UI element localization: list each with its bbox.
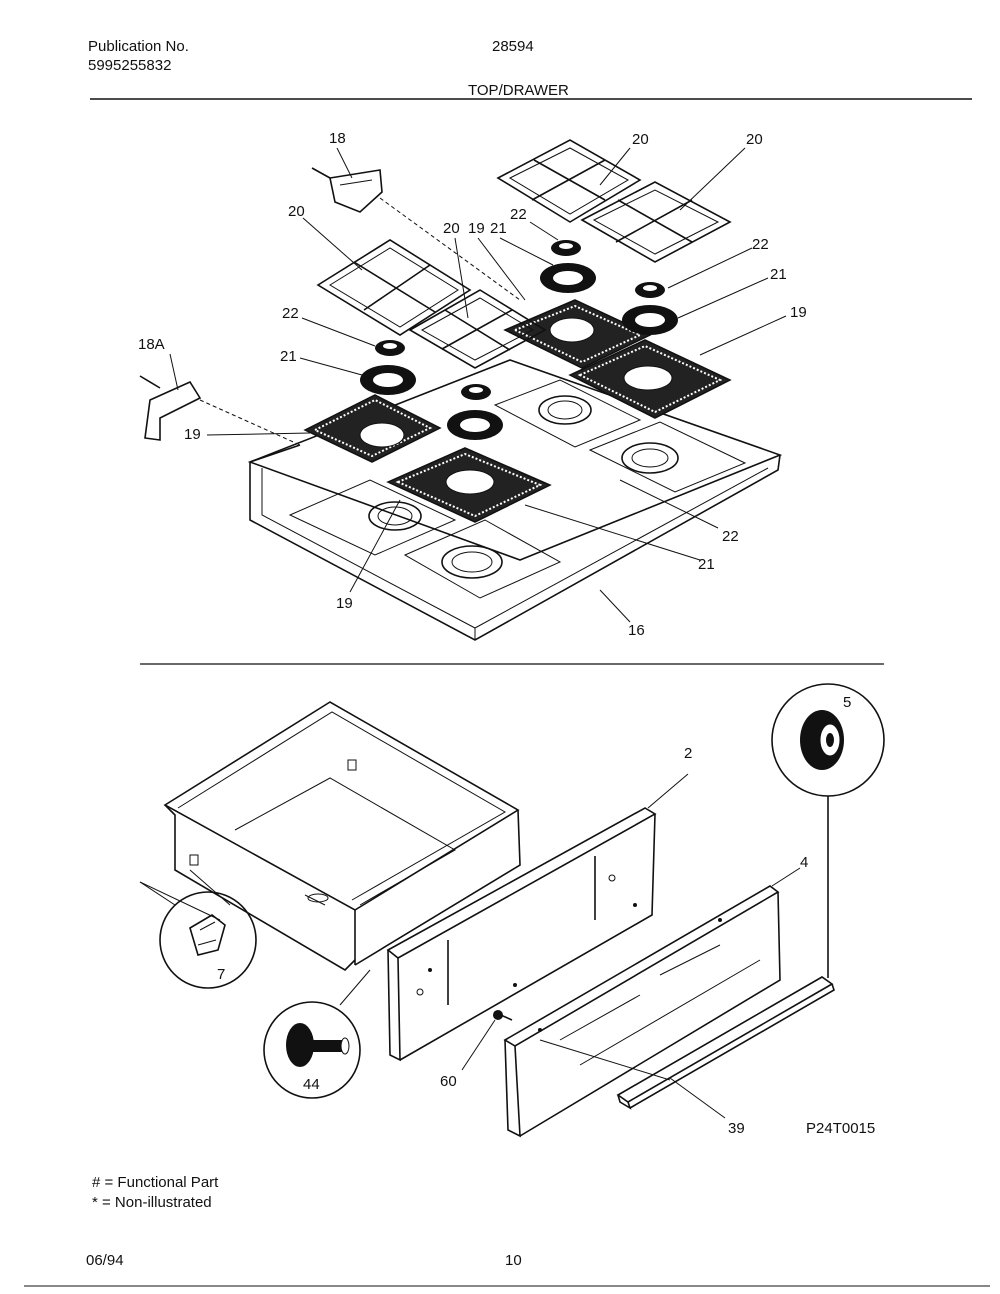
figure-code: P24T0015 [806, 1120, 876, 1137]
callout-44: 44 [303, 1076, 320, 1093]
model-number: 28594 [492, 38, 534, 55]
burner-caps-part-22 [375, 240, 665, 400]
callout-19-bottom: 19 [336, 595, 353, 612]
legend-functional-part: # = Functional Part [92, 1174, 219, 1191]
callout-21-mid: 21 [490, 220, 507, 237]
glide-part-60 [461, 1010, 513, 1071]
section-title: TOP/DRAWER [468, 82, 569, 99]
inset-part-5 [771, 683, 885, 978]
callout-21-bottom: 21 [698, 556, 715, 573]
publication-number: 5995255832 [88, 57, 172, 74]
publication-label: Publication No. [88, 38, 189, 55]
bracket-part-18A [139, 375, 301, 446]
callout-21-right: 21 [770, 266, 787, 283]
drawer-front-part-2 [386, 773, 689, 1062]
bracket-part-18 [311, 167, 521, 301]
inset-part-7 [139, 881, 257, 989]
callout-18: 18 [329, 130, 346, 147]
callout-22-bottom: 22 [722, 528, 739, 545]
callout-5: 5 [843, 694, 852, 711]
main-top-part-16 [247, 359, 783, 641]
footer-date: 06/94 [86, 1252, 124, 1269]
burner-rings-part-21 [360, 263, 678, 440]
callout-20-top2: 20 [746, 131, 763, 148]
callout-60: 60 [440, 1073, 457, 1090]
drawer-box [139, 701, 521, 972]
inset-part-44 [263, 969, 371, 1099]
callout-22-right: 22 [752, 236, 769, 253]
callout-20-top1: 20 [632, 131, 649, 148]
callout-7: 7 [217, 966, 226, 983]
callout-22-left: 22 [282, 305, 299, 322]
drawer-panel-part-4 [503, 867, 801, 1138]
callout-16: 16 [628, 622, 645, 639]
grates-part-20 [316, 139, 732, 369]
legend-non-illustrated: * = Non-illustrated [92, 1194, 212, 1211]
drawer-handle-part-39 [539, 976, 835, 1119]
callout-19-right: 19 [790, 304, 807, 321]
callout-22-top: 22 [510, 206, 527, 223]
page-number: 10 [505, 1252, 522, 1269]
leader-lines-top [169, 147, 787, 623]
callout-18a: 18A [138, 336, 165, 353]
burner-grates-part-19 [303, 299, 732, 523]
callout-20-left: 20 [288, 203, 305, 220]
callout-2: 2 [684, 745, 693, 762]
callout-19-left: 19 [184, 426, 201, 443]
callout-19-mid: 19 [468, 220, 485, 237]
callout-21-left: 21 [280, 348, 297, 365]
callout-20-mid: 20 [443, 220, 460, 237]
callout-4: 4 [800, 854, 809, 871]
callout-39: 39 [728, 1120, 745, 1137]
